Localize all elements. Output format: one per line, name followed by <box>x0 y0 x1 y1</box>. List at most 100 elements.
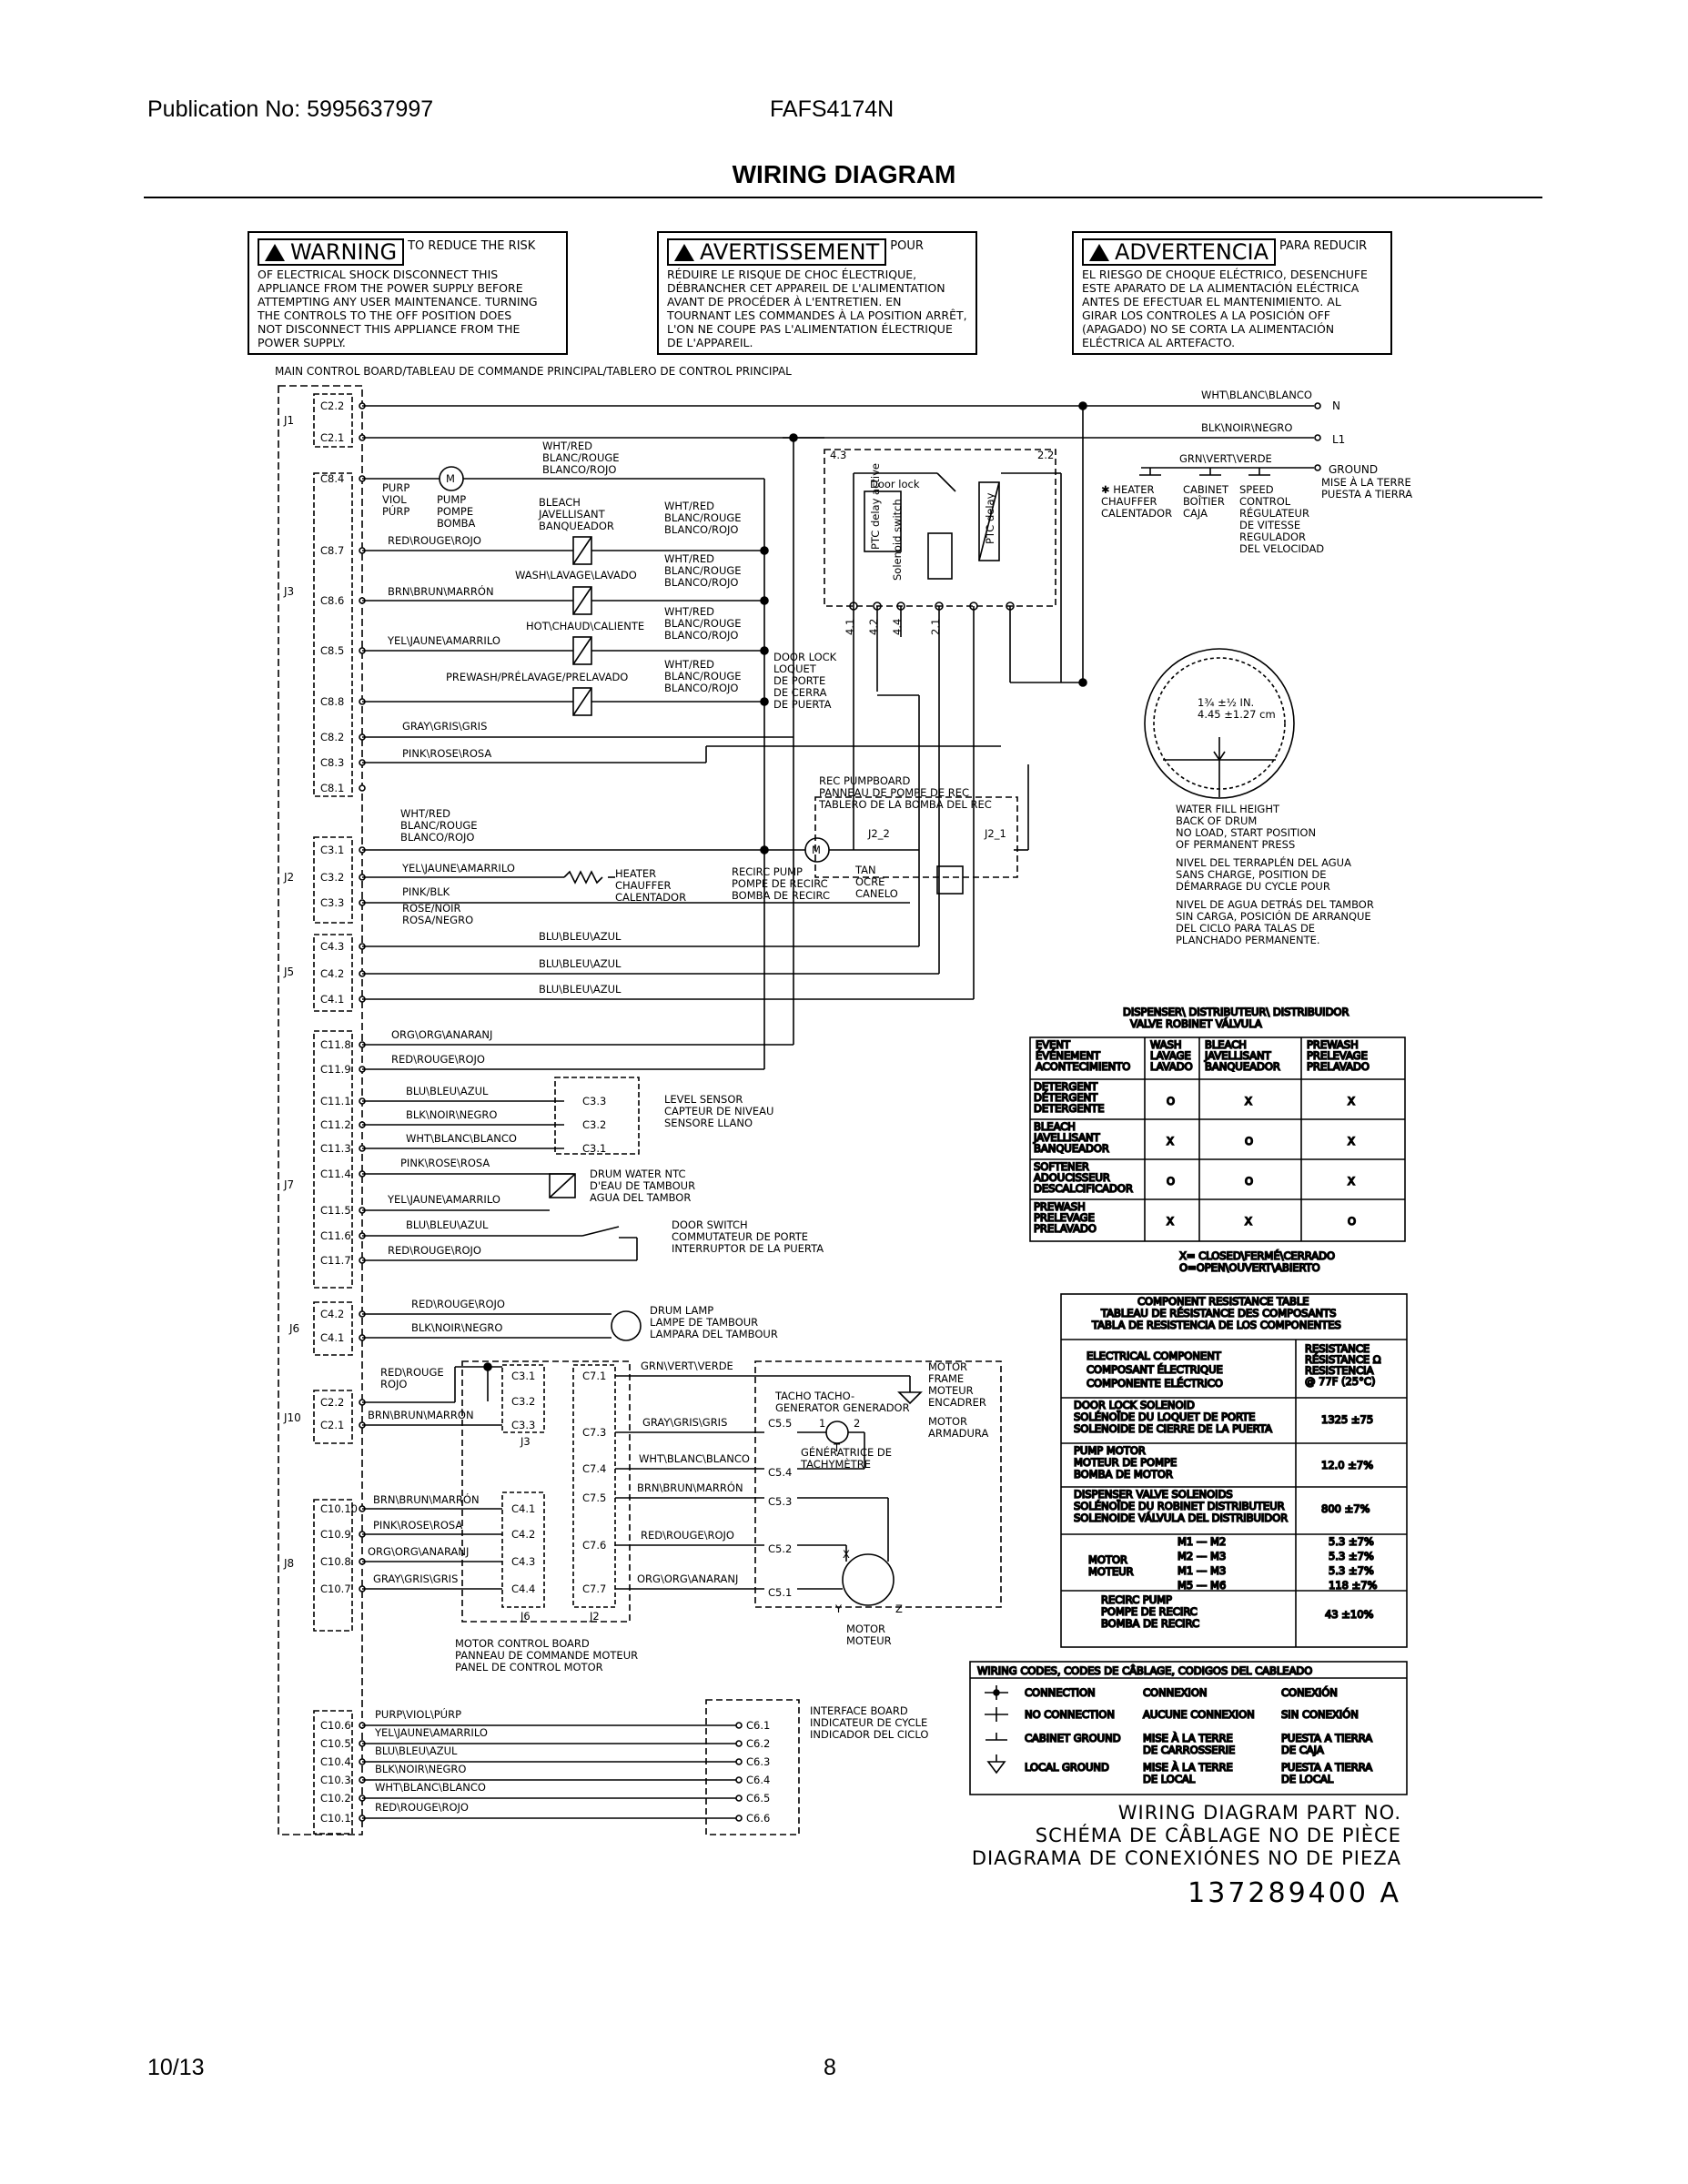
wire-red-label-c87: RED\ROUGE\ROJO <box>388 534 481 547</box>
wire-pinkblk-label: PINK/BLK <box>402 885 450 898</box>
part-line-1: WIRING DIAGRAM PART NO. <box>1117 1802 1401 1824</box>
connector-j8 <box>313 1499 353 1632</box>
svg-text:M: M <box>812 844 821 856</box>
wiring-code-fr: CONNEXION <box>1143 1686 1207 1699</box>
dispenser-value: X <box>1348 1135 1355 1148</box>
resistance-motor-value: 5.3 ±7% <box>1329 1535 1374 1548</box>
wiring-code-en: CONNECTION <box>1025 1686 1096 1699</box>
j3-pin: C8.8 <box>320 695 344 708</box>
dispenser-value: X <box>1167 1135 1174 1148</box>
door-lock-inner-label: Door lock <box>870 478 920 490</box>
svg-text:M: M <box>446 472 455 485</box>
mcb-j3-pin: C3.3 <box>511 1419 535 1431</box>
warning-en-after: TO REDUCE THE RISK <box>408 239 536 253</box>
ptc-delay <box>978 481 1000 561</box>
dispenser-value: X <box>1245 1095 1252 1107</box>
j6-pin: C4.1 <box>320 1331 344 1344</box>
level-pin-c33: C3.3 <box>582 1095 606 1107</box>
solenoid-switch <box>927 532 953 580</box>
wire-wht-label-c113: WHT\BLANC\BLANCO <box>406 1132 517 1145</box>
mcb-j2-pin: C7.1 <box>582 1370 606 1382</box>
bleach-solenoid <box>572 536 592 565</box>
j3-pin: C8.3 <box>320 756 344 769</box>
c10-pin: C10.4 <box>320 1755 351 1768</box>
tacho-pin-t: T <box>833 1441 841 1454</box>
c10-pin: C10.2 <box>320 1792 351 1805</box>
j3-pin: C8.5 <box>320 644 344 657</box>
tacho-generator-icon <box>825 1421 849 1444</box>
mcb-j2-pin: C7.3 <box>582 1426 606 1439</box>
j10-pin: C2.2 <box>320 1396 344 1409</box>
label-j3: J3 <box>283 585 294 598</box>
footer-page: 8 <box>824 2055 836 2080</box>
dispenser-value: O <box>1167 1095 1175 1107</box>
j8-pin: C10.10 <box>320 1502 358 1515</box>
lock-pin-4-1: 4.1 <box>844 619 856 635</box>
connector-j7 <box>313 1030 353 1289</box>
wire-blu-label-c116: BLU\BLEU\AZUL <box>406 1218 489 1231</box>
drum-dimension-label: 1¾ ±½ IN.4.45 ±1.27 cm <box>1198 696 1276 721</box>
resistance-motor-value: 5.3 ±7% <box>1329 1550 1374 1562</box>
ptc-delay-active <box>864 490 902 552</box>
wiring-code-en: CABINET GROUND <box>1025 1732 1121 1744</box>
label-j8: J8 <box>283 1557 294 1570</box>
label-j2: J2 <box>283 871 294 884</box>
j7-pin: C11.3 <box>320 1142 351 1155</box>
wire-blk-label: BLK\NOIR\NEGRO <box>1201 421 1292 434</box>
j1-pin: C2.1 <box>320 431 344 444</box>
wiring-code-fr: AUCUNE CONNEXION <box>1143 1708 1255 1721</box>
warning-es-after: PARA REDUCIR <box>1279 239 1368 253</box>
resistance-motor-pair: M2 –– M3 <box>1178 1550 1226 1562</box>
motor-z-label: Z <box>895 1603 903 1615</box>
ntc-sensor <box>549 1173 576 1198</box>
tacho-pin-1: 1 <box>819 1417 825 1430</box>
motor-icon <box>842 1553 895 1606</box>
part-line-3: DIAGRAMA DE CONEXIÓNES NO DE PIEZA <box>971 1847 1401 1869</box>
wire-wht-label: WHT\BLANC\BLANCO <box>1201 389 1312 401</box>
resistance-value: 43 ±10% <box>1325 1608 1374 1621</box>
wire-wht-label-c74: WHT\BLANC\BLANCO <box>639 1452 750 1465</box>
warning-en-body: OF ELECTRICAL SHOCK DISCONNECT THIS APPL… <box>258 268 538 349</box>
j7-pin: C11.7 <box>320 1254 351 1267</box>
wire-grn-label: GRN\VERT\VERDE <box>1179 452 1272 465</box>
lock-pin-4-4: 4.4 <box>891 619 904 635</box>
wiring-codes-table: WIRING CODES, CODES DE CÂBLAGE, CODIGOS … <box>969 1661 1408 1795</box>
lock-pin-4-2: 4.2 <box>867 619 880 635</box>
j8-pin: C10.8 <box>320 1555 351 1568</box>
warning-triangle-icon <box>1089 244 1109 261</box>
warning-fr-title: AVERTISSEMENT <box>667 238 887 266</box>
resistance-motor-value: 5.3 ±7% <box>1329 1564 1374 1577</box>
level-sensor-box <box>554 1077 640 1155</box>
wire-org-label-c118: ORG\ORG\ANARANJ <box>391 1028 492 1041</box>
mcb-j3-label: J3 <box>520 1435 531 1448</box>
header-rule <box>144 197 1542 198</box>
wire-blk-label-c103: BLK\NOIR\NEGRO <box>375 1763 466 1775</box>
j3-pin: C8.2 <box>320 731 344 743</box>
mcb-j6-label: J6 <box>520 1610 531 1623</box>
warning-fr-body: RÉDUIRE LE RISQUE DE CHOC ÉLECTRIQUE, DÉ… <box>667 268 967 349</box>
wire-pink-label-c109: PINK\ROSE\ROSA <box>373 1519 462 1532</box>
